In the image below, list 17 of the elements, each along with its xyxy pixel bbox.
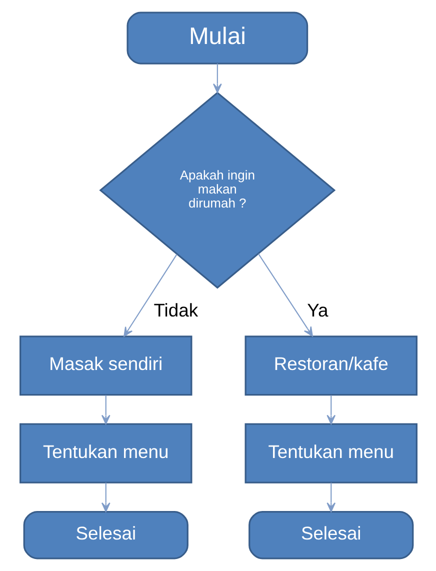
arrow [326, 395, 336, 424]
node-box: Selesai [248, 511, 414, 560]
edge-label: Ya [306, 299, 328, 320]
edge-label: Tidak [153, 299, 198, 320]
arrow [123, 254, 177, 337]
node-diamond: Apakah ingin makan dirumah ? [98, 92, 336, 289]
node-box: Tentukan menu [19, 423, 192, 484]
node-box: Restoran/kafe [244, 336, 417, 396]
arrow [100, 395, 110, 424]
node-box: Selesai [22, 511, 188, 560]
node-box: Mulai [126, 12, 308, 64]
arrow [258, 254, 312, 337]
arrow [100, 482, 110, 512]
arrow [326, 482, 336, 512]
arrow [212, 64, 222, 94]
node-box: Masak sendiri [19, 336, 192, 396]
node-box: Tentukan menu [244, 423, 417, 484]
